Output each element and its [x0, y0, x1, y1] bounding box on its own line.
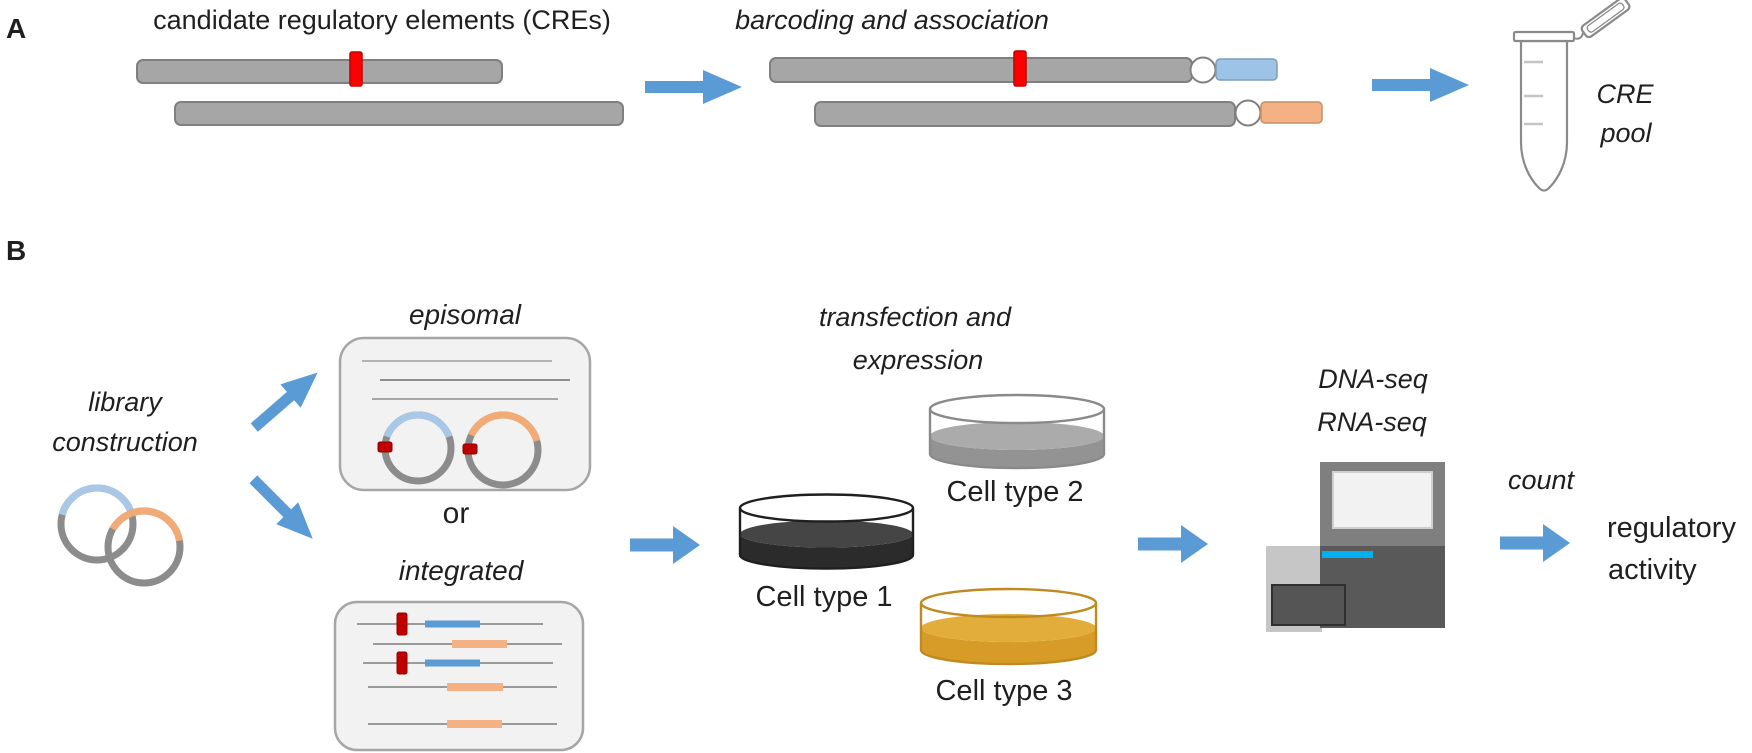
cre-fragment-bar [769, 57, 1193, 83]
plasmid-blue-insert [58, 484, 136, 516]
integrated-title: integrated [398, 555, 524, 586]
cre-fragment-bar [174, 101, 624, 126]
pool-label-line1: CRE [1596, 79, 1654, 109]
sequencer-icon [1266, 462, 1445, 632]
arrow-cre-to-barcoding [645, 70, 742, 104]
genome-blue-segment [425, 620, 480, 628]
or-label: or [442, 497, 470, 530]
library-label-line1: library [88, 387, 162, 417]
count-label: count [1507, 465, 1575, 495]
variant-red-mark [377, 441, 393, 453]
cell-type-2-label: Cell type 2 [946, 476, 1084, 508]
genome-orange-segment [447, 683, 503, 691]
variant-red-mark [396, 651, 408, 675]
plasmid-orange-insert [109, 507, 183, 542]
variant-red-mark [462, 443, 478, 455]
variant-red-mark [1013, 50, 1027, 87]
library-label-line2: construction [52, 427, 198, 457]
cre-fragment-bar [136, 59, 503, 84]
cell-type-3-label: Cell type 3 [935, 675, 1073, 707]
tube-rim [1512, 30, 1576, 43]
panel-b-label: B [6, 235, 27, 266]
arrow-barcoding-to-pool [1372, 68, 1469, 102]
result-line1: regulatory [1607, 512, 1736, 544]
pool-label-line2: pool [1600, 118, 1652, 148]
tube-open-lid [1580, 0, 1631, 39]
genome-orange-segment [452, 640, 507, 648]
variant-red-mark [349, 51, 363, 87]
plasmid-orange-insert [468, 411, 541, 442]
dish-cell-type-1 [738, 493, 915, 570]
barcoded-fragments [769, 50, 1323, 127]
barcoding-title: barcoding and association [735, 5, 1049, 35]
cre-fragment-bar [814, 101, 1236, 127]
linker-circle [1189, 56, 1217, 84]
linker-circle [1234, 99, 1262, 127]
transfection-title-line1: transfection and [818, 302, 1012, 332]
sequencer-tray [1271, 584, 1346, 626]
plasmid-blue-insert [383, 411, 453, 439]
cre-title: candidate regulatory elements (CREs) [153, 5, 611, 35]
sequencer-screen [1332, 471, 1433, 529]
cre-fragments-left [136, 51, 624, 126]
genome-blue-segment [425, 659, 480, 667]
arrow-to-integrated [249, 475, 313, 539]
flow-cell-stripe [1322, 551, 1373, 558]
tube-icon [1512, 0, 1631, 192]
seq-label-line2: RNA-seq [1317, 407, 1427, 437]
seq-label-line1: DNA-seq [1318, 364, 1428, 394]
barcode-blue [1215, 58, 1278, 81]
integrated-box [333, 600, 585, 752]
panel-a-label: A [6, 13, 27, 44]
dish-cell-type-3 [919, 587, 1098, 666]
cell-type-1-label: Cell type 1 [755, 581, 893, 613]
genome-orange-segment [447, 720, 502, 728]
transfection-title-line2: expression [852, 345, 984, 375]
arrow-to-cells [630, 526, 700, 564]
dish-cell-type-2 [928, 393, 1106, 470]
arrow-to-result [1500, 524, 1570, 562]
episomal-box [338, 336, 592, 492]
arrow-to-episomal [250, 372, 318, 432]
plasmid-pair [57, 484, 184, 587]
result-line2: activity [1608, 554, 1697, 586]
variant-red-mark [396, 612, 408, 636]
episomal-title: episomal [408, 299, 522, 330]
arrow-to-sequencing [1138, 525, 1208, 563]
barcode-orange [1260, 101, 1323, 124]
